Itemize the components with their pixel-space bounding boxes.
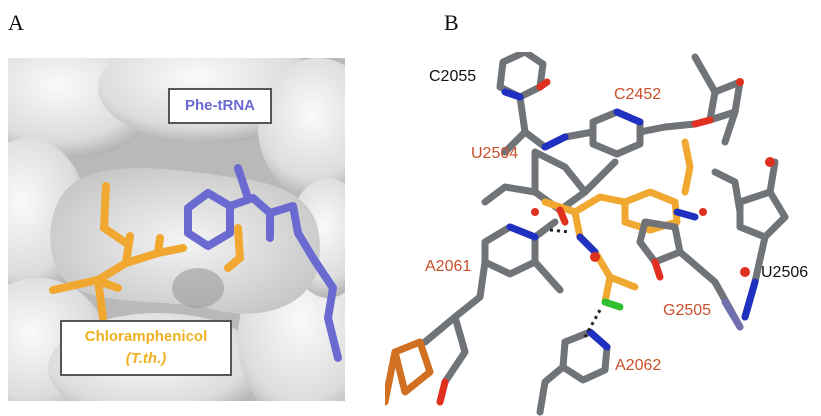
label-a2061: A2061 (425, 258, 472, 275)
residue-c2452 (541, 108, 699, 158)
label-g2505: G2505 (663, 302, 712, 319)
ball-and-stick-render (385, 52, 789, 416)
phe-trna-label: Phe-tRNA (168, 88, 272, 124)
panel-b-active-site: C2055 C2452 U2504 A2061 U2506 G2505 A206… (385, 52, 821, 416)
residue-a2061 (421, 218, 564, 386)
panel-letter-b: B (444, 10, 459, 35)
residue-a2062 (536, 328, 611, 416)
chloramphenicol-label: Chloramphenicol (84, 328, 208, 345)
hydrogen-bonds (549, 228, 602, 338)
residue-u2504 (481, 148, 619, 214)
backbone-bottom-left (385, 338, 434, 406)
panel-a-surface-view: Phe-tRNA Chloramphenicol (T.th.) (8, 58, 345, 401)
residue-top-right (691, 53, 744, 146)
chloramphenicol-label-box: Chloramphenicol (T.th.) (60, 320, 232, 376)
phe-trna-sticks (184, 164, 342, 362)
species-label: (T.th.) (125, 350, 167, 367)
label-c2452: C2452 (614, 86, 662, 103)
label-u2504: U2504 (471, 145, 519, 162)
residue-u2506 (736, 158, 789, 321)
chloramphenicol-sticks (49, 182, 245, 322)
label-u2506: U2506 (761, 264, 809, 281)
panel-letter-a: A (8, 10, 24, 35)
label-c2055: C2055 (429, 68, 477, 85)
label-a2062: A2062 (615, 357, 662, 374)
residue-c2055 (496, 52, 549, 156)
